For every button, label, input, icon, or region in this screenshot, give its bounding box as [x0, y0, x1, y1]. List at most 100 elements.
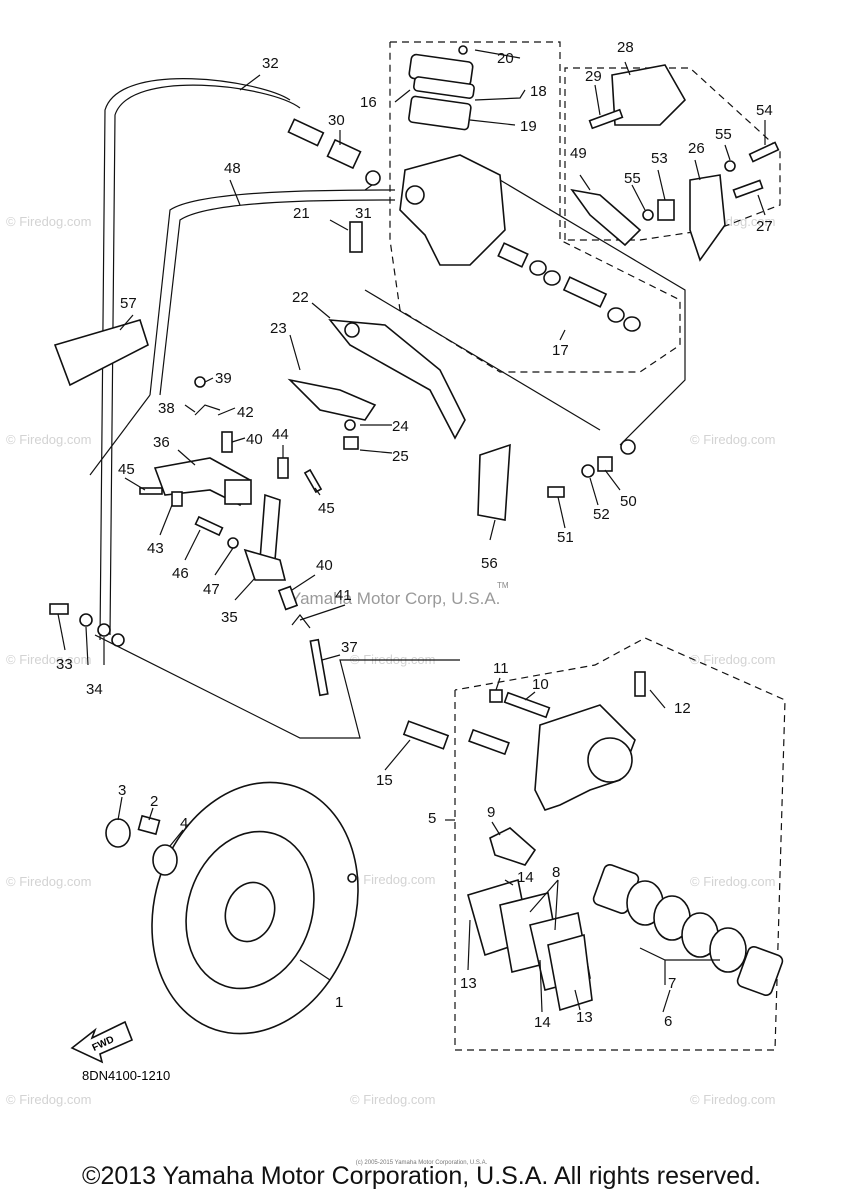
- cable-48-outer: [159, 199, 396, 396]
- caliper-group-box: [454, 637, 786, 1051]
- callout-14a: 14: [517, 869, 534, 886]
- diagram-code: 8DN4100-1210: [82, 1068, 170, 1083]
- disc-bolt: [347, 873, 357, 883]
- bolt-46: [194, 515, 224, 537]
- callout-17: 17: [552, 342, 569, 359]
- cable-32: [99, 78, 291, 641]
- piston-kit-17: [497, 242, 641, 332]
- callout-12: 12: [674, 700, 691, 717]
- screw-20: [458, 45, 468, 55]
- master-cylinder-port: [405, 185, 425, 205]
- arm-35: [243, 548, 287, 581]
- callout-13a: 13: [460, 975, 477, 992]
- brake-lever-22: [328, 319, 466, 440]
- rod-37: [309, 638, 329, 697]
- front-brake: [105, 671, 784, 1035]
- clip-45a: [139, 487, 163, 495]
- callout-4: 4: [180, 815, 188, 832]
- callout-9: 9: [487, 804, 495, 821]
- master-cylinder-body: [399, 154, 506, 266]
- hose-end-fitting: [620, 439, 636, 455]
- bolt-27: [732, 179, 764, 199]
- callout-34: 34: [86, 681, 103, 698]
- washer-55b: [724, 160, 736, 172]
- washer-34b: [97, 623, 111, 637]
- callout-50: 50: [620, 493, 637, 510]
- watermark-yamaha: Yamaha Motor Corp, U.S.A.: [290, 589, 500, 608]
- callout-11: 11: [493, 660, 509, 677]
- pivot-bolt-21: [349, 221, 363, 253]
- hose-line: [364, 289, 601, 431]
- callout-52: 52: [593, 506, 610, 523]
- label-56: [477, 443, 511, 521]
- callout-53: 53: [651, 150, 668, 167]
- nut-24: [344, 419, 356, 431]
- fwd-arrow: FWD: [70, 1020, 134, 1064]
- watermark-tm: TM: [497, 581, 509, 590]
- callout-7: 7: [668, 975, 676, 992]
- watermark-center-3: © Firedog.com: [350, 1092, 435, 1107]
- cables: [89, 78, 636, 641]
- callout-6: 6: [664, 1013, 672, 1030]
- spring: [497, 242, 529, 268]
- callout-16: 16: [360, 94, 377, 111]
- washer-4: [152, 844, 178, 876]
- callout-47: 47: [203, 581, 220, 598]
- master-cylinder: [287, 45, 506, 450]
- callout-23: 23: [270, 320, 287, 337]
- callout-13b: 13: [576, 1009, 593, 1026]
- callout-46: 46: [172, 565, 189, 582]
- bolt-15: [402, 720, 450, 750]
- collar-53: [657, 199, 675, 221]
- callout-55b: 55: [715, 126, 732, 143]
- watermark-left-2: © Firedog.com: [6, 432, 91, 447]
- watermark-left-3: © Firedog.com: [6, 652, 91, 667]
- nut-39: [194, 376, 206, 388]
- cup-2: [543, 270, 561, 286]
- callout-36: 36: [153, 434, 170, 451]
- corner-watermarks: © Firedog.com © Firedog.com © Firedog.co…: [6, 214, 775, 1107]
- callout-8: 8: [552, 864, 560, 881]
- callout-21: 21: [293, 205, 310, 222]
- screw-29: [588, 108, 624, 130]
- caliper-body: [534, 704, 636, 811]
- callout-26: 26: [688, 140, 705, 157]
- small-copyright: (c) 2005-2015 Yamaha Motor Corporation, …: [355, 1160, 488, 1166]
- seal-7d: [709, 927, 747, 973]
- collar-50: [597, 456, 613, 472]
- pedal-linkage: [49, 319, 613, 697]
- piston-6: [736, 946, 784, 996]
- callout-numbers: 20 18 19 16 28 29 32 30 31 48 21 49 53 5…: [56, 39, 773, 1031]
- pin-44: [277, 457, 289, 479]
- callout-40b: 40: [316, 557, 333, 574]
- lever-pivot: [344, 322, 360, 338]
- callout-56: 56: [481, 555, 498, 572]
- piston: [562, 276, 608, 308]
- callout-51: 51: [557, 529, 574, 546]
- ring-3: [105, 818, 131, 848]
- callout-14b: 14: [534, 1014, 551, 1031]
- callout-10: 10: [532, 676, 549, 693]
- diaphragm-19: [408, 95, 472, 131]
- callout-45b: 45: [318, 500, 335, 517]
- callout-30: 30: [328, 112, 345, 129]
- washer-34a: [79, 613, 93, 627]
- callout-27: 27: [756, 218, 773, 235]
- cup-3: [607, 307, 625, 323]
- cable-48-end: [89, 394, 151, 476]
- callout-43: 43: [147, 540, 164, 557]
- callout-39: 39: [215, 370, 232, 387]
- callout-44: 44: [272, 426, 289, 443]
- bolt-33: [49, 603, 69, 615]
- bolt-54: [748, 141, 780, 163]
- washer-31: [365, 170, 381, 186]
- spring-42: [194, 404, 221, 416]
- pin-40b: [277, 585, 299, 611]
- callout-49: 49: [570, 145, 587, 162]
- callout-1: 1: [335, 994, 343, 1011]
- callout-29: 29: [585, 68, 602, 85]
- lever-holder-23: [287, 378, 377, 421]
- brake-switch-group: [570, 64, 780, 262]
- watermark-right-3: © Firedog.com: [690, 652, 775, 667]
